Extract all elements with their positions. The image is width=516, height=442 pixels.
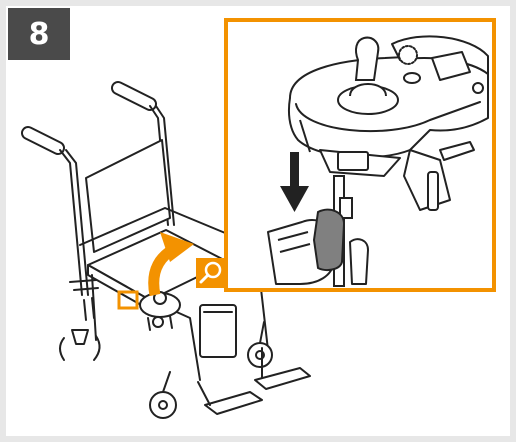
grip-lever bbox=[312, 208, 346, 271]
down-arrow-icon bbox=[280, 152, 309, 212]
wheelchair-drawing bbox=[21, 81, 311, 419]
highlight-marker bbox=[117, 290, 139, 310]
mount-bracket bbox=[299, 119, 475, 211]
controller-mount bbox=[139, 291, 181, 331]
joystick-icon bbox=[337, 36, 399, 115]
front-caster-right bbox=[247, 321, 273, 368]
right-footplate bbox=[254, 367, 311, 390]
rotate-arrow-icon bbox=[148, 232, 194, 297]
front-caster-left bbox=[149, 371, 177, 419]
left-back-cane bbox=[59, 149, 83, 296]
right-push-handle bbox=[111, 81, 157, 111]
rear-wheel-left bbox=[59, 329, 101, 361]
backrest bbox=[85, 139, 171, 253]
magnifier-icon bbox=[196, 258, 226, 288]
left-push-handle bbox=[21, 126, 65, 155]
detail-inset bbox=[224, 18, 496, 292]
left-footplate bbox=[204, 391, 263, 415]
side-bag bbox=[199, 304, 237, 358]
step-number-badge: 8 bbox=[8, 8, 70, 60]
